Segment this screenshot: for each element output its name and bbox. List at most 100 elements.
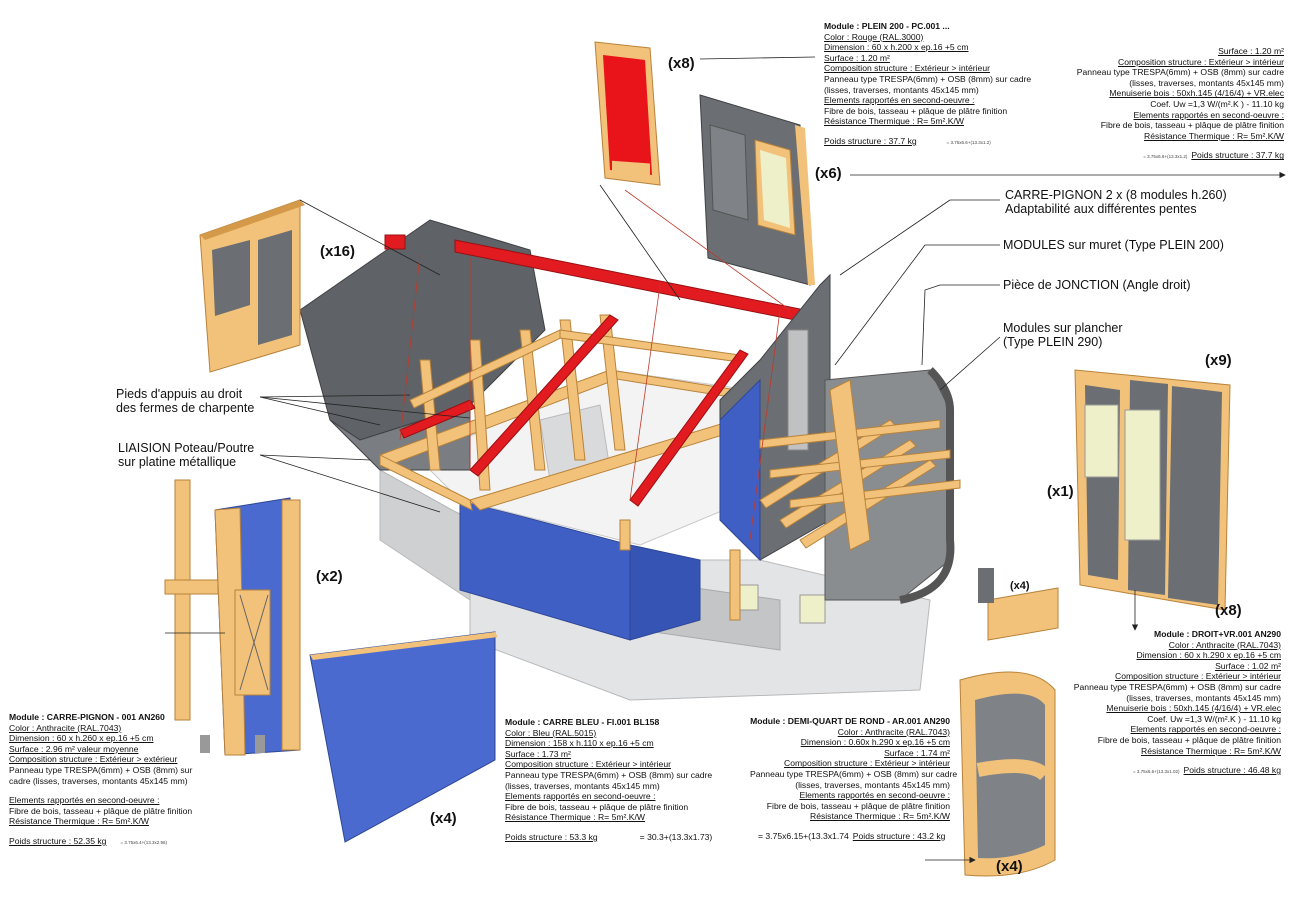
blue-facade	[459, 499, 701, 641]
spec-finish: Fibre de bois, tasseau + plâque de plâtr…	[766, 800, 950, 811]
timber-frame	[379, 314, 812, 621]
spec-finish: Fibre de bois, tasseau + plâque de plâtr…	[1097, 734, 1281, 745]
carre-pignon-module	[164, 479, 301, 756]
spec-panel: Panneau type TRESPA(6mm) + OSB (8mm) sur	[9, 764, 193, 775]
spec-second-oeuvre: Elements rapportés en second-oeuvre :	[1133, 109, 1284, 120]
spec-thermal: Résistance Thermique : R= 5m².K/W	[809, 811, 950, 822]
spec-menuiserie: Menuiserie bois : 50xh.145 (4/16/4) + VR…	[1109, 88, 1284, 99]
spec-finish: Fibre de bois, tasseau + plâque de plâtr…	[824, 105, 1008, 116]
spec-module: Module : DEMI-QUART DE ROND - AR.001 AN2…	[750, 716, 950, 726]
multiplier-plein-grey: (x6)	[815, 165, 842, 182]
spec-fenetre-top: Surface : 1.20 m² Composition structure …	[1077, 46, 1284, 163]
spec-formula: = 3.75x6.6+(13.3x1.2)	[1143, 154, 1188, 160]
callout-line: (Type PLEIN 290)	[1003, 335, 1103, 349]
spec-carre-pignon: Module : CARRE-PIGNON - 001 AN260 Color …	[9, 712, 192, 849]
spec-weight: Poids structure : 43.2 kg	[852, 830, 946, 841]
callout-modules-muret: MODULES sur muret (Type PLEIN 200)	[1003, 238, 1224, 252]
spec-surface: Surface : 1.73 m²	[505, 748, 571, 759]
spec-panel: Panneau type TRESPA(6mm) + OSB (8mm) sur…	[824, 73, 1032, 84]
spec-surface: Surface : 1.20 m²	[824, 52, 890, 63]
spec-module: Module : DROIT+VR.001 AN290	[1154, 629, 1281, 639]
spec-dimension: Dimension : 60 x h.260 x ep.16 +5 cm	[9, 733, 154, 744]
spec-module: Module : CARRE-PIGNON - 001 AN260	[9, 712, 165, 722]
callout-line: sur platine métallique	[118, 455, 237, 469]
spec-second-oeuvre: Elements rapportés en second-oeuvre :	[799, 790, 950, 801]
callout-line: Pieds d'appuis au droit	[116, 387, 243, 401]
carre-bleu-module	[309, 631, 498, 843]
spec-dimension: Dimension : 158 x h.110 x ep.16 +5 cm	[505, 738, 654, 749]
spec-formula: = 3.75x6.6+(13.3x1.02)	[1133, 769, 1180, 775]
spec-frame: (lisses, traverses, montants 45x145 mm)	[1126, 692, 1281, 703]
floor-joists	[759, 379, 961, 551]
spec-weight: Poids structure : 53.3 kg	[505, 831, 598, 842]
spec-composition: Composition structure : Extérieur > inté…	[784, 758, 950, 769]
multiplier-right-x8: (x8)	[1215, 602, 1242, 619]
spec-frame: (lisses, traverses, montants 45x145 mm)	[795, 779, 950, 790]
spec-composition: Composition structure : Extérieur > inté…	[505, 759, 671, 770]
bracket-module	[978, 568, 1059, 641]
spec-demi-quart: Module : DEMI-QUART DE ROND - AR.001 AN2…	[750, 716, 958, 842]
multiplier-demi-quart: (x4)	[996, 858, 1023, 875]
spec-plein200: Module : PLEIN 200 - PC.001 ... Color : …	[824, 21, 1031, 149]
spec-dimension: Dimension : 0.60x h.290 x ep.16 +5 cm	[800, 737, 950, 748]
spec-color: Color : Anthracite (RAL.7043)	[837, 726, 950, 737]
spec-thermal: Résistance Thermique : R= 5m².K/W	[9, 816, 150, 827]
spec-panel: Panneau type TRESPA(6mm) + OSB (8mm) sur…	[1073, 681, 1281, 692]
spec-composition: Composition structure : Extérieur > exté…	[9, 754, 178, 765]
left-top-panel	[199, 199, 305, 373]
right-window-module	[1074, 369, 1231, 611]
spec-weight: Poids structure : 46.48 kg	[1183, 765, 1281, 776]
multiplier-bracket: (x4)	[1010, 580, 1030, 592]
leader-lines	[165, 56, 1286, 864]
callout-liaision: LIAISION Poteau/Poutre sur platine métal…	[118, 441, 254, 469]
spec-panel: Panneau type TRESPA(6mm) + OSB (8mm) sur…	[505, 769, 713, 780]
steel-beams	[384, 234, 806, 507]
spec-composition: Composition structure : Extérieur > inté…	[824, 63, 990, 74]
callout-line: Modules sur plancher	[1003, 321, 1123, 335]
spec-color: Color : Bleu (RAL.5015)	[505, 727, 597, 738]
spec-panel: Panneau type TRESPA(6mm) + OSB (8mm) sur…	[750, 768, 958, 779]
callout-carre-pignon: CARRE-PIGNON 2 x (8 modules h.260) Adapt…	[1005, 188, 1227, 216]
spec-composition: Composition structure : Extérieur > inté…	[1115, 671, 1281, 682]
callout-piece-jonction: Pièce de JONCTION (Angle droit)	[1003, 278, 1191, 292]
spec-finish: Fibre de bois, tasseau + plâque de plâtr…	[9, 805, 193, 816]
spec-formula: = 3.75x6.4+(13.3x2.96)	[120, 839, 167, 845]
spec-thermal: Résistance Thermique : R= 5m².K/W	[1143, 130, 1284, 141]
spec-formula: = 3.75x6.6+(13.3x1.2)	[946, 139, 991, 145]
spec-menuiserie: Menuiserie bois : 50xh.145 (4/16/4) + VR…	[1106, 703, 1281, 714]
spec-frame: cadre (lisses, traverses, montants 45x14…	[9, 775, 188, 786]
callout-line: des fermes de charpente	[116, 401, 255, 415]
spec-droit-vr: Module : DROIT+VR.001 AN290 Color : Anth…	[1074, 629, 1281, 778]
callout-line: LIAISION Poteau/Poutre	[118, 441, 255, 455]
spec-coef: Coef. Uw =1,3 W/(m².K ) - 11.10 kg	[1147, 713, 1281, 724]
demi-quart-module	[959, 671, 1056, 877]
callout-pieds-appuis: Pieds d'appuis au droit des fermes de ch…	[116, 387, 254, 415]
multiplier-right-x1: (x1)	[1047, 483, 1074, 500]
spec-color: Color : Anthracite (RAL.7043)	[1168, 639, 1281, 650]
spec-color: Color : Rouge (RAL.3000)	[824, 31, 924, 42]
spec-second-oeuvre: Elements rapportés en second-oeuvre :	[505, 791, 656, 802]
spec-surface: Surface : 1.20 m²	[1218, 46, 1284, 56]
spec-color: Color : Anthracite (RAL.7043)	[9, 722, 122, 733]
spec-composition: Composition structure : Extérieur > inté…	[1118, 56, 1284, 67]
spec-weight: Poids structure : 52.35 kg	[9, 835, 107, 846]
spec-thermal: Résistance Thermique : R= 5m².K/W	[1140, 745, 1281, 756]
spec-module: Module : CARRE BLEU - FI.001 BL158	[505, 717, 660, 727]
spec-finish: Fibre de bois, tasseau + plâque de plâtr…	[1100, 120, 1284, 131]
callout-line: Adaptabilité aux différentes pentes	[1005, 202, 1197, 216]
spec-module: Module : PLEIN 200 - PC.001 ...	[824, 21, 950, 31]
red-tie-lines	[399, 189, 791, 541]
multiplier-right-x9: (x9)	[1205, 352, 1232, 369]
spec-finish: Fibre de bois, tasseau + plâque de plâtr…	[505, 801, 689, 812]
spec-frame: (lisses, traverses, montants 45x145 mm)	[505, 780, 660, 791]
spec-coef: Coef. Uw =1,3 W/(m².K ) - 11.10 kg	[1150, 98, 1284, 109]
spec-formula: = 3.75x6.15+(13.3x1.74	[758, 830, 849, 841]
spec-frame: (lisses, traverses, montants 45x145 mm)	[824, 84, 979, 95]
grey-window-module	[699, 94, 815, 286]
red-panel-module	[594, 41, 661, 186]
multiplier-carre-bleu: (x4)	[430, 810, 457, 827]
multiplier-plein-red: (x8)	[668, 55, 695, 72]
spec-thermal: Résistance Thermique : R= 5m².K/W	[505, 812, 646, 823]
spec-frame: (lisses, traverses, montants 45x145 mm)	[1129, 77, 1284, 88]
